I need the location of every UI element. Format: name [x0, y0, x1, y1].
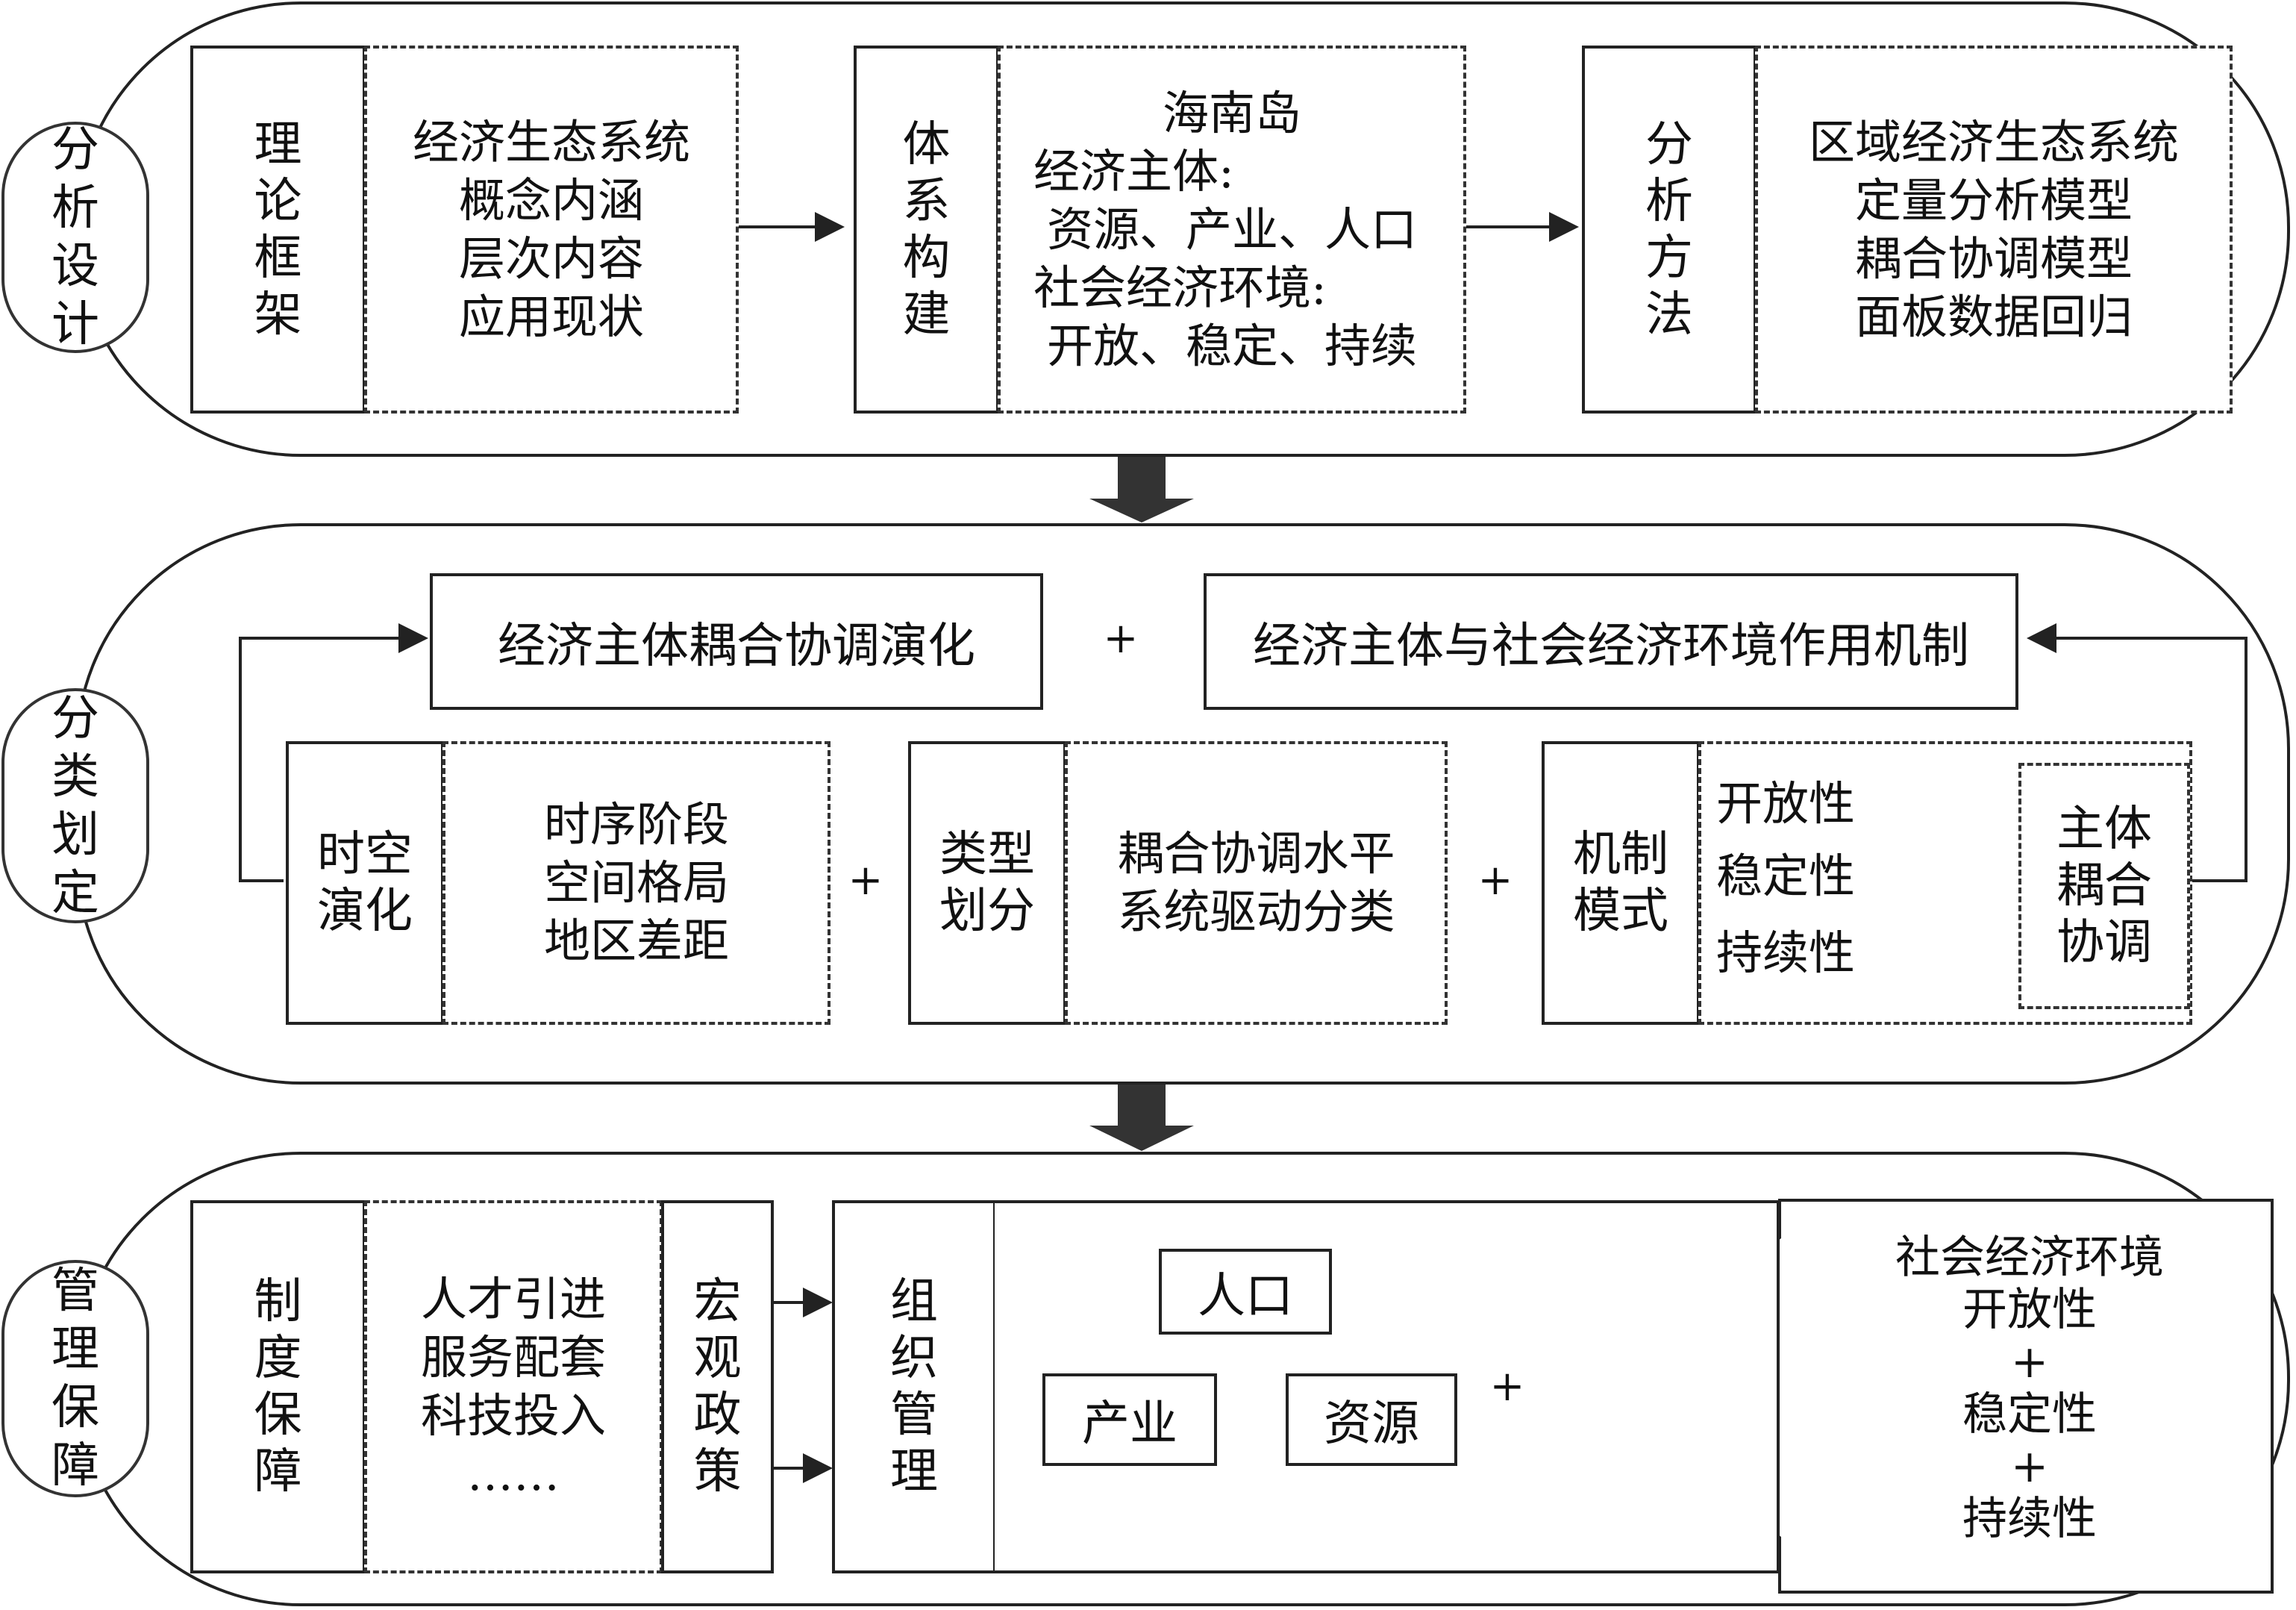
theory-item: 经济生态系统 [412, 114, 690, 169]
section-label-design: 分析设计 [1, 122, 149, 353]
down-arrow-2 [1089, 1085, 1194, 1151]
method-title: 分析方法 [1645, 116, 1693, 343]
mechanism-title-box: 机制模式 [1542, 741, 1700, 1025]
institution-item: 服务配套 [420, 1330, 606, 1385]
system-item: 社会经济环境: [1033, 260, 1327, 315]
plus-sign: + [1103, 614, 1139, 663]
plus-sign: + [1489, 1362, 1525, 1411]
industry-text: 产业 [1082, 1397, 1177, 1452]
spatiotemporal-item: 空间格局 [543, 855, 729, 910]
system-title-box: 体系构建 [854, 46, 999, 414]
system-title: 体系构建 [902, 116, 951, 343]
spatiotemporal-item: 时序阶段 [543, 797, 729, 852]
typing-item: 系统驱动分类 [1117, 884, 1395, 939]
theory-content-box: 经济生态系统 概念内涵 层次内容 应用现状 [364, 46, 739, 414]
method-title-box: 分析方法 [1582, 46, 1757, 414]
factor-stable: 稳定性 [1716, 849, 1856, 903]
environment-item: 社会经济环境 [1895, 1232, 2164, 1284]
theory-item: 概念内涵 [458, 172, 644, 228]
method-content-box: 区域经济生态系统 定量分析模型 耦合协调模型 面板数据回归 [1755, 46, 2233, 414]
spatiotemporal-content-box: 时序阶段 空间格局 地区差距 [442, 741, 830, 1025]
section-label-classify: 分类划定 [1, 688, 149, 923]
section-label-text: 分类划定 [51, 690, 99, 921]
environment-item: + [2010, 1336, 2049, 1388]
environment-item: 开放性 [1962, 1284, 2097, 1336]
environment-item: 持续性 [1962, 1493, 2097, 1545]
coupling-evolution-box: 经济主体耦合协调演化 [430, 573, 1043, 710]
method-item: 区域经济生态系统 [1808, 114, 2179, 169]
typing-item: 耦合协调水平 [1117, 826, 1395, 881]
arrow-spatiotemporal-feedback [239, 623, 428, 882]
institution-content-box: 人才引进 服务配套 科技投入 …… [364, 1200, 663, 1573]
coupling-evolution-text: 经济主体耦合协调演化 [498, 618, 975, 674]
down-arrow-1 [1089, 457, 1194, 522]
institution-item: 人才引进 [420, 1272, 606, 1326]
mechanism-target: 主体耦合协调 [2056, 802, 2152, 970]
system-heading: 海南岛 [1162, 85, 1301, 140]
section-label-manage: 管理保障 [1, 1260, 149, 1497]
resource-text: 资源 [1324, 1397, 1419, 1452]
typing-title: 类型划分 [939, 827, 1035, 939]
theory-title: 理论框架 [254, 116, 302, 343]
macro-policy-box: 宏观政策 [661, 1200, 774, 1573]
spatiotemporal-title-box: 时空演化 [286, 741, 444, 1025]
institution-title-box: 制度保障 [190, 1200, 366, 1573]
industry-box: 产业 [1042, 1373, 1217, 1466]
environment-item: + [2010, 1441, 2049, 1493]
mechanism-target-box: 主体耦合协调 [2018, 763, 2190, 1009]
spatiotemporal-title: 时空演化 [317, 827, 413, 939]
system-content-box: 海南岛 经济主体: 资源、产业、人口 社会经济环境: 开放、稳定、持续 [998, 46, 1466, 414]
institution-item: …… [467, 1447, 560, 1501]
method-item: 定量分析模型 [1854, 172, 2133, 228]
mechanism-effect-text: 经济主体与社会经济环境作用机制 [1253, 618, 1969, 674]
organize-title: 组织管理 [890, 1274, 938, 1500]
system-item: 资源、产业、人口 [1046, 202, 1417, 257]
macro-policy-title: 宏观政策 [693, 1274, 742, 1500]
mechanism-effect-box: 经济主体与社会经济环境作用机制 [1204, 573, 2018, 710]
plus-sign: + [848, 856, 883, 905]
typing-content-box: 耦合协调水平 系统驱动分类 [1065, 741, 1448, 1025]
institution-item: 科技投入 [420, 1388, 606, 1443]
resource-box: 资源 [1286, 1373, 1457, 1466]
method-item: 耦合协调模型 [1854, 231, 2133, 286]
system-item: 经济主体: [1033, 143, 1234, 199]
arrow-mechanism-feedback [2027, 623, 2247, 882]
typing-title-box: 类型划分 [908, 741, 1066, 1025]
factor-sustain: 持续性 [1716, 926, 1856, 980]
spatiotemporal-item: 地区差距 [543, 914, 729, 968]
population-box: 人口 [1159, 1249, 1332, 1335]
factor-open: 开放性 [1716, 776, 1856, 831]
organize-title-box: 组织管理 [832, 1200, 996, 1573]
theory-item: 应用现状 [458, 289, 644, 344]
system-item: 开放、稳定、持续 [1046, 318, 1417, 373]
environment-item: 稳定性 [1962, 1388, 2097, 1441]
section-label-text: 分析设计 [51, 122, 99, 352]
mechanism-title: 机制模式 [1573, 827, 1668, 939]
population-text: 人口 [1198, 1268, 1293, 1324]
institution-title: 制度保障 [254, 1274, 302, 1500]
method-item: 面板数据回归 [1854, 289, 2133, 344]
environment-list: 社会经济环境 开放性 + 稳定性 + 持续性 [1791, 1213, 2268, 1564]
theory-item: 层次内容 [458, 231, 644, 286]
section-label-text: 管理保障 [51, 1264, 99, 1494]
theory-title-box: 理论框架 [190, 46, 366, 414]
plus-sign: + [1477, 856, 1513, 905]
